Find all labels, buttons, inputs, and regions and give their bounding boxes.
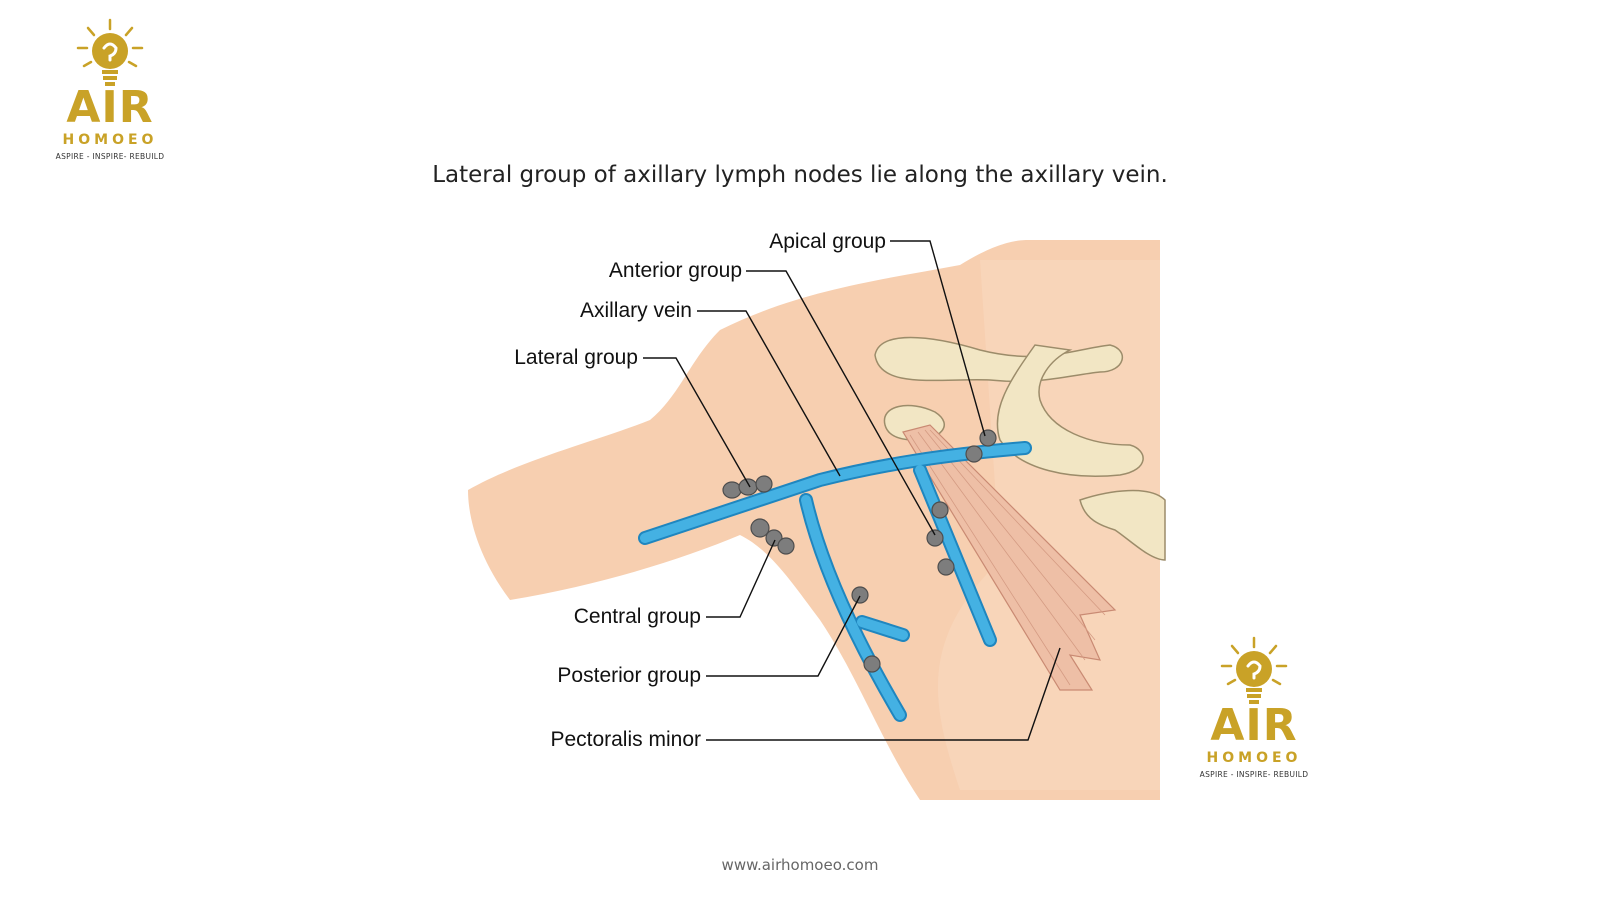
- website-url[interactable]: www.airhomoeo.com: [721, 856, 879, 874]
- brand-name: AIR: [66, 82, 154, 133]
- pectoralis-minor-muscle: [902, 424, 1117, 691]
- brand-subname: HOMOEO: [1206, 750, 1302, 766]
- rib: [1079, 489, 1166, 561]
- anterior-node: [926, 529, 944, 547]
- label-pectoralis-minor: Pectoralis minor: [550, 728, 701, 751]
- leader-anterior: [746, 270, 936, 536]
- brand-name: AIR: [1210, 700, 1298, 751]
- lateral-node: [722, 481, 742, 499]
- lightbulb-icon: [1220, 636, 1288, 704]
- clavicle: [874, 336, 1124, 383]
- brand-tagline: ASPIRE - INSPIRE- REBUILD: [1199, 770, 1309, 779]
- label-lateral-group: Lateral group: [514, 346, 638, 369]
- body-shading: [937, 260, 1160, 790]
- brand-subname: HOMOEO: [62, 132, 158, 148]
- lateral-node: [738, 478, 758, 496]
- posterior-node: [851, 586, 869, 604]
- label-central-group: Central group: [574, 605, 701, 628]
- diagram-caption: Lateral group of axillary lymph nodes li…: [432, 162, 1168, 188]
- scapula-coracoid: [996, 344, 1144, 477]
- axillary-vein: [640, 443, 1030, 720]
- apical-node: [979, 429, 997, 447]
- label-posterior-group: Posterior group: [557, 664, 701, 687]
- brand-tagline: ASPIRE - INSPIRE- REBUILD: [55, 152, 165, 161]
- apical-node: [965, 445, 983, 463]
- lateral-node: [755, 475, 773, 493]
- central-node: [765, 529, 783, 547]
- posterior-node: [863, 655, 881, 673]
- label-axillary-vein: Axillary vein: [580, 299, 692, 322]
- label-anterior-group: Anterior group: [609, 259, 742, 282]
- central-node: [750, 518, 770, 538]
- leader-apical: [890, 240, 986, 437]
- brand-logo: AIR HOMOEO ASPIRE - INSPIRE- REBUILD: [40, 18, 180, 161]
- anterior-node: [937, 558, 955, 576]
- leader-pectoralis-minor: [706, 647, 1061, 741]
- leader-axillary-vein: [697, 310, 841, 477]
- muscle-fibers: [909, 429, 1106, 686]
- leader-posterior: [706, 595, 861, 677]
- leader-lateral: [643, 357, 751, 488]
- brand-logo: AIR HOMOEO ASPIRE - INSPIRE- REBUILD: [1184, 636, 1324, 779]
- leader-central: [706, 539, 776, 618]
- lightbulb-icon: [76, 18, 144, 86]
- anterior-node: [931, 501, 949, 519]
- central-node: [777, 537, 795, 555]
- label-apical-group: Apical group: [769, 230, 886, 253]
